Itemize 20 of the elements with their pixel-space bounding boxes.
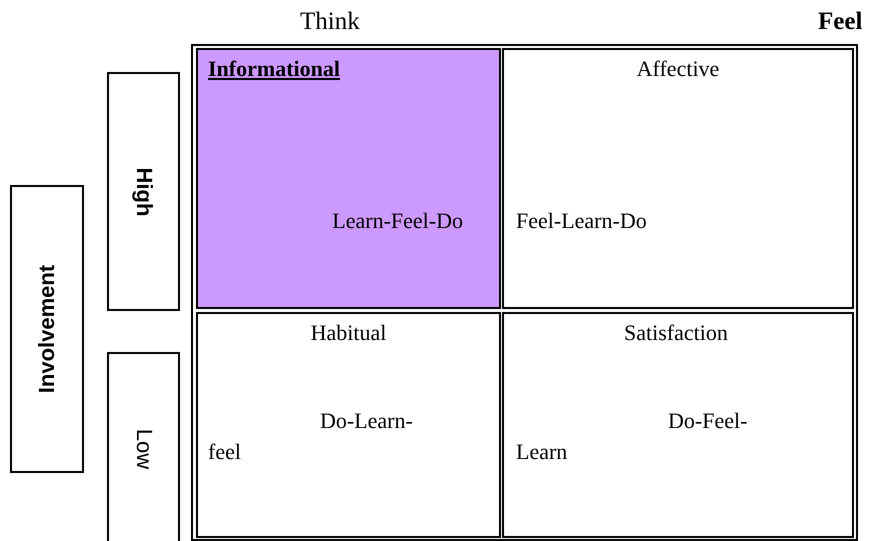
axis-label-box: [107, 72, 180, 311]
hierarchy-sequence: Do-Feel- Learn: [516, 407, 748, 466]
hierarchy-sequence: Learn-Feel-Do: [331, 207, 463, 235]
axis-label: High: [130, 167, 156, 216]
axis-label: Involvement: [34, 264, 60, 394]
quadrant-title: Satisfaction: [624, 320, 728, 346]
dimension-label: Think: [300, 8, 360, 36]
hierarchy-sequence: Do-Learn- feel: [208, 407, 414, 466]
axis-label-box: [107, 352, 180, 541]
quadrant-cell: [196, 312, 501, 538]
quadrant-title: Informational: [208, 56, 340, 82]
dimension-label: Feel: [818, 8, 862, 36]
axis-label: Low: [130, 428, 156, 469]
quadrant-title: Affective: [636, 56, 720, 82]
quadrant-cell: [196, 48, 501, 309]
axis-label-box: [10, 185, 84, 473]
quadrant-cell: [502, 312, 854, 538]
hierarchy-sequence: Feel-Learn-Do: [516, 207, 648, 235]
quadrant-cell: [502, 48, 854, 309]
quadrant-title: Habitual: [310, 320, 386, 346]
